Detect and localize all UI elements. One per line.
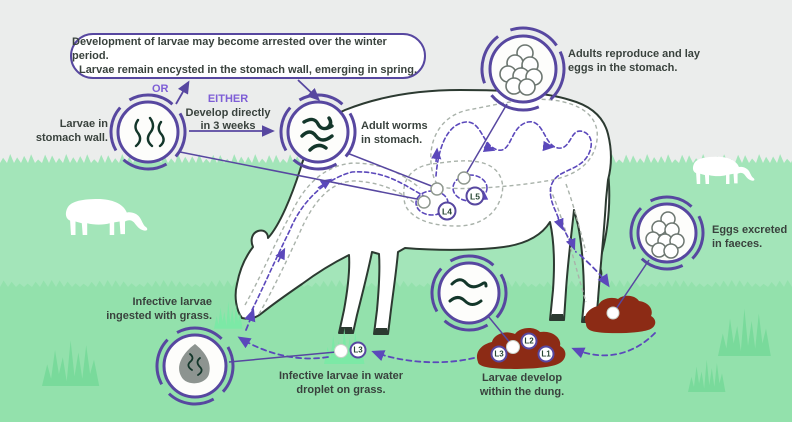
infective-ingested-label: Infective larvae ingested with grass. — [106, 296, 212, 322]
stomach-nodes — [417, 171, 471, 209]
badge-l5: L5 — [465, 186, 485, 206]
magnifier-eggs-stomach — [480, 26, 566, 112]
magnifier-larvae-wall — [109, 93, 187, 171]
or-label: OR — [152, 83, 169, 95]
droplet-larvae-icon — [187, 353, 203, 376]
adults-reproduce-label: Adults reproduce and lay eggs in the sto… — [568, 48, 701, 74]
lifecycle-arrows — [237, 254, 656, 364]
eggs-icon — [645, 211, 685, 259]
either-develop-label: EITHER Develop directly in 3 weeks — [168, 93, 288, 134]
badge-l4: L4 — [437, 201, 457, 221]
water-droplet-icon — [179, 344, 210, 384]
magnifier-ingested-larvae — [155, 326, 235, 406]
eggs-excreted-label: Eggs excreted in faeces. — [712, 224, 788, 250]
connector-lines — [179, 103, 650, 363]
either-label: EITHER — [207, 93, 249, 105]
arrest-note-line2: Larvae remain encysted in the stomach wa… — [78, 64, 418, 76]
eggs-icon — [499, 44, 543, 96]
arrest-note-box: Development of larvae may become arreste… — [70, 33, 426, 79]
adult-worms-label: Adult worms in stomach. — [361, 120, 428, 146]
magnifier-adult-worms — [279, 93, 357, 171]
develop-line2: in 3 weeks — [200, 120, 256, 132]
adult-worms-icon — [300, 116, 334, 152]
dung-larvae-icon — [448, 278, 488, 306]
larvae-dung-label: Larvae develop within the dung. — [479, 372, 565, 398]
magnifier-larvae-dung — [430, 254, 508, 332]
arrest-note-line1: Development of larvae may become arreste… — [72, 36, 387, 62]
sample-dots — [334, 306, 620, 358]
badge-l1: L1 — [537, 345, 555, 363]
badge-l2: L2 — [520, 332, 538, 350]
develop-line1: Develop directly — [185, 106, 271, 119]
magnifier-eggs-faeces — [629, 195, 705, 271]
badge-l3-droplet: L3 — [349, 341, 367, 359]
dung-right — [584, 295, 656, 334]
larvae-icon — [134, 116, 165, 148]
infective-droplet-label: Infective larvae in water droplet on gra… — [278, 370, 404, 396]
badge-l3-dung: L3 — [490, 345, 508, 363]
larvae-wall-label: Larvae in stomach wall. — [35, 118, 108, 144]
